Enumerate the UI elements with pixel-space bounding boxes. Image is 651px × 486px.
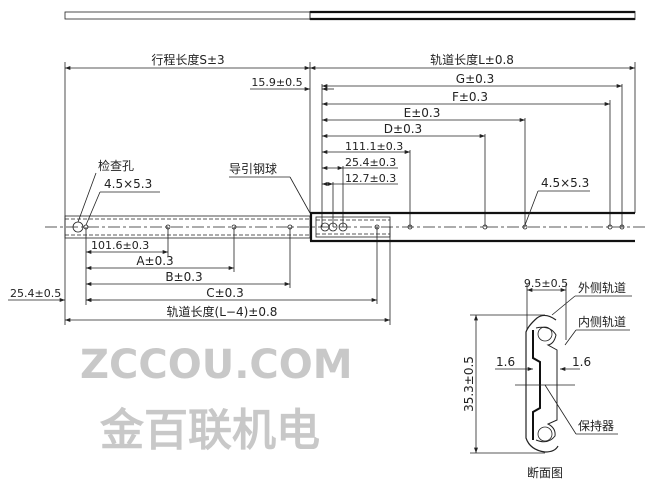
hole-size-right: 4.5×5.3 xyxy=(541,176,589,190)
dim-12-7: 12.7±0.3 xyxy=(345,172,396,185)
gap-left-label: 1.6 xyxy=(496,355,515,369)
rail-side-view xyxy=(45,211,645,243)
retainer-label: 保持器 xyxy=(578,418,614,433)
section-title: 断面图 xyxy=(527,465,563,480)
section-width-label: 9.5±0.5 xyxy=(524,277,568,290)
dim-111-1: 111.1±0.3 xyxy=(345,140,403,153)
watermark-line2: 金百联机电 xyxy=(99,405,320,456)
ball-top xyxy=(537,326,553,342)
dim-d: D±0.3 xyxy=(384,122,422,136)
dim-e: E±0.3 xyxy=(404,106,441,120)
rail-length-label: 轨道长度L±0.8 xyxy=(430,52,514,67)
top-rail-view xyxy=(64,10,636,21)
dim-f: F±0.3 xyxy=(452,90,488,104)
bottom-dimensions: 101.6±0.3 A±0.3 B±0.3 C±0.3 轨道长度(L−4)±0.… xyxy=(8,239,390,322)
dim-g: G±0.3 xyxy=(456,72,494,86)
guide-ball-label: 导引钢球 xyxy=(229,162,277,176)
dim-101-6: 101.6±0.3 xyxy=(91,239,149,252)
dim-25-4: 25.4±0.3 xyxy=(345,156,396,169)
guide-balls xyxy=(320,222,348,232)
section-height-label: 35.3±0.5 xyxy=(462,356,476,412)
outer-rail-profile xyxy=(525,314,559,453)
inner-rail-label: 内侧轨道 xyxy=(578,315,626,329)
hole-size-left: 4.5×5.3 xyxy=(104,177,152,191)
ball-bottom xyxy=(537,426,553,442)
hole-pitch-dimensions: G±0.3 F±0.3 E±0.3 D±0.3 111.1±0.3 25.4±0… xyxy=(322,72,622,186)
dim-a: A±0.3 xyxy=(136,254,173,268)
gap-right-label: 1.6 xyxy=(572,355,591,369)
stroke-length-label: 行程长度S±3 xyxy=(151,52,224,67)
retainer-profile xyxy=(532,330,541,440)
dim-b: B±0.3 xyxy=(165,270,202,284)
cross-section: 9.5±0.5 35.3±0.5 1.6 1.6 外侧轨道 内侧轨道 保持器 断… xyxy=(462,277,632,480)
inner-length-label: 轨道长度(L−4)±0.8 xyxy=(167,304,278,319)
offset-25-4-label: 25.4±0.5 xyxy=(10,287,61,300)
watermark-line1: ZCCOU.COM xyxy=(80,342,353,388)
callouts: 检查孔 4.5×5.3 导引钢球 4.5×5.3 xyxy=(77,158,590,226)
outer-rail-label: 外侧轨道 xyxy=(578,281,626,295)
overall-dimensions: 行程长度S±3 轨道长度L±0.8 15.9±0.5 xyxy=(65,52,635,91)
offset-15-9-label: 15.9±0.5 xyxy=(251,76,302,89)
watermark: ZCCOU.COM 金百联机电 xyxy=(80,342,353,456)
dim-c: C±0.3 xyxy=(206,286,244,300)
inspection-hole-label: 检查孔 xyxy=(98,158,134,173)
